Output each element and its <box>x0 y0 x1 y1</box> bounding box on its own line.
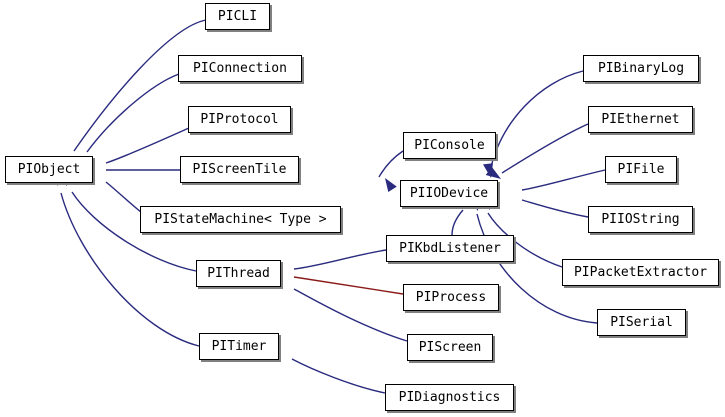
node-pitimer[interactable]: PITimer <box>199 333 279 360</box>
node-piscreen[interactable]: PIScreen <box>407 334 493 361</box>
usage-edges <box>266 268 404 295</box>
node-piprocess[interactable]: PIProcess <box>403 284 499 311</box>
arrowhead-piconsole-iodevice <box>385 178 397 192</box>
edge-pidiagnostics-pitimer <box>291 358 386 394</box>
edge-pistatemachine-piobject <box>105 181 142 213</box>
arrowhead-pibinarylog-iodevice <box>482 163 493 178</box>
node-pifile[interactable]: PIFile <box>605 156 677 183</box>
node-piconsole[interactable]: PIConsole <box>403 132 496 159</box>
node-piiostring[interactable]: PIIOString <box>588 206 693 233</box>
edge-pikbdlistener-piiodevice <box>451 209 464 236</box>
edge-piethernet-piiodevice <box>501 123 589 174</box>
node-pidiagnostics[interactable]: PIDiagnostics <box>385 384 514 411</box>
edge-picli-piobject <box>73 19 207 152</box>
edge-piiostring-piiodevice <box>521 199 589 218</box>
edge-piprocess-pithread <box>293 276 404 295</box>
node-pipacketextractor[interactable]: PIPacketExtractor <box>562 259 719 286</box>
edge-piscreen-pithread <box>293 288 408 342</box>
node-pikbdlistener[interactable]: PIKbdListener <box>386 235 514 262</box>
node-piconnection[interactable]: PIConnection <box>178 55 302 82</box>
node-piserial[interactable]: PISerial <box>597 309 686 336</box>
edge-pifile-piiodevice <box>521 169 606 191</box>
node-pibinarylog[interactable]: PIBinaryLog <box>583 55 699 82</box>
node-piprotocol[interactable]: PIProtocol <box>188 106 291 133</box>
node-pithread[interactable]: PIThread <box>196 260 281 287</box>
node-piobject[interactable]: PIObject <box>5 156 93 183</box>
node-picli[interactable]: PICLI <box>205 3 270 30</box>
edge-pibinarylog-piiodevice <box>489 70 584 172</box>
node-piscreentile[interactable]: PIScreenTile <box>180 156 299 183</box>
edge-piconnection-piobject <box>86 73 180 153</box>
edge-piprotocol-piobject <box>105 127 190 164</box>
node-pistatemachine[interactable]: PIStateMachine< Type > <box>140 206 341 233</box>
node-piethernet[interactable]: PIEthernet <box>588 106 693 133</box>
edge-piconsole-piiodevice <box>378 150 404 178</box>
node-piiodevice[interactable]: PIIODevice <box>400 180 498 207</box>
edge-pikbdlistener-pithread <box>293 249 387 270</box>
